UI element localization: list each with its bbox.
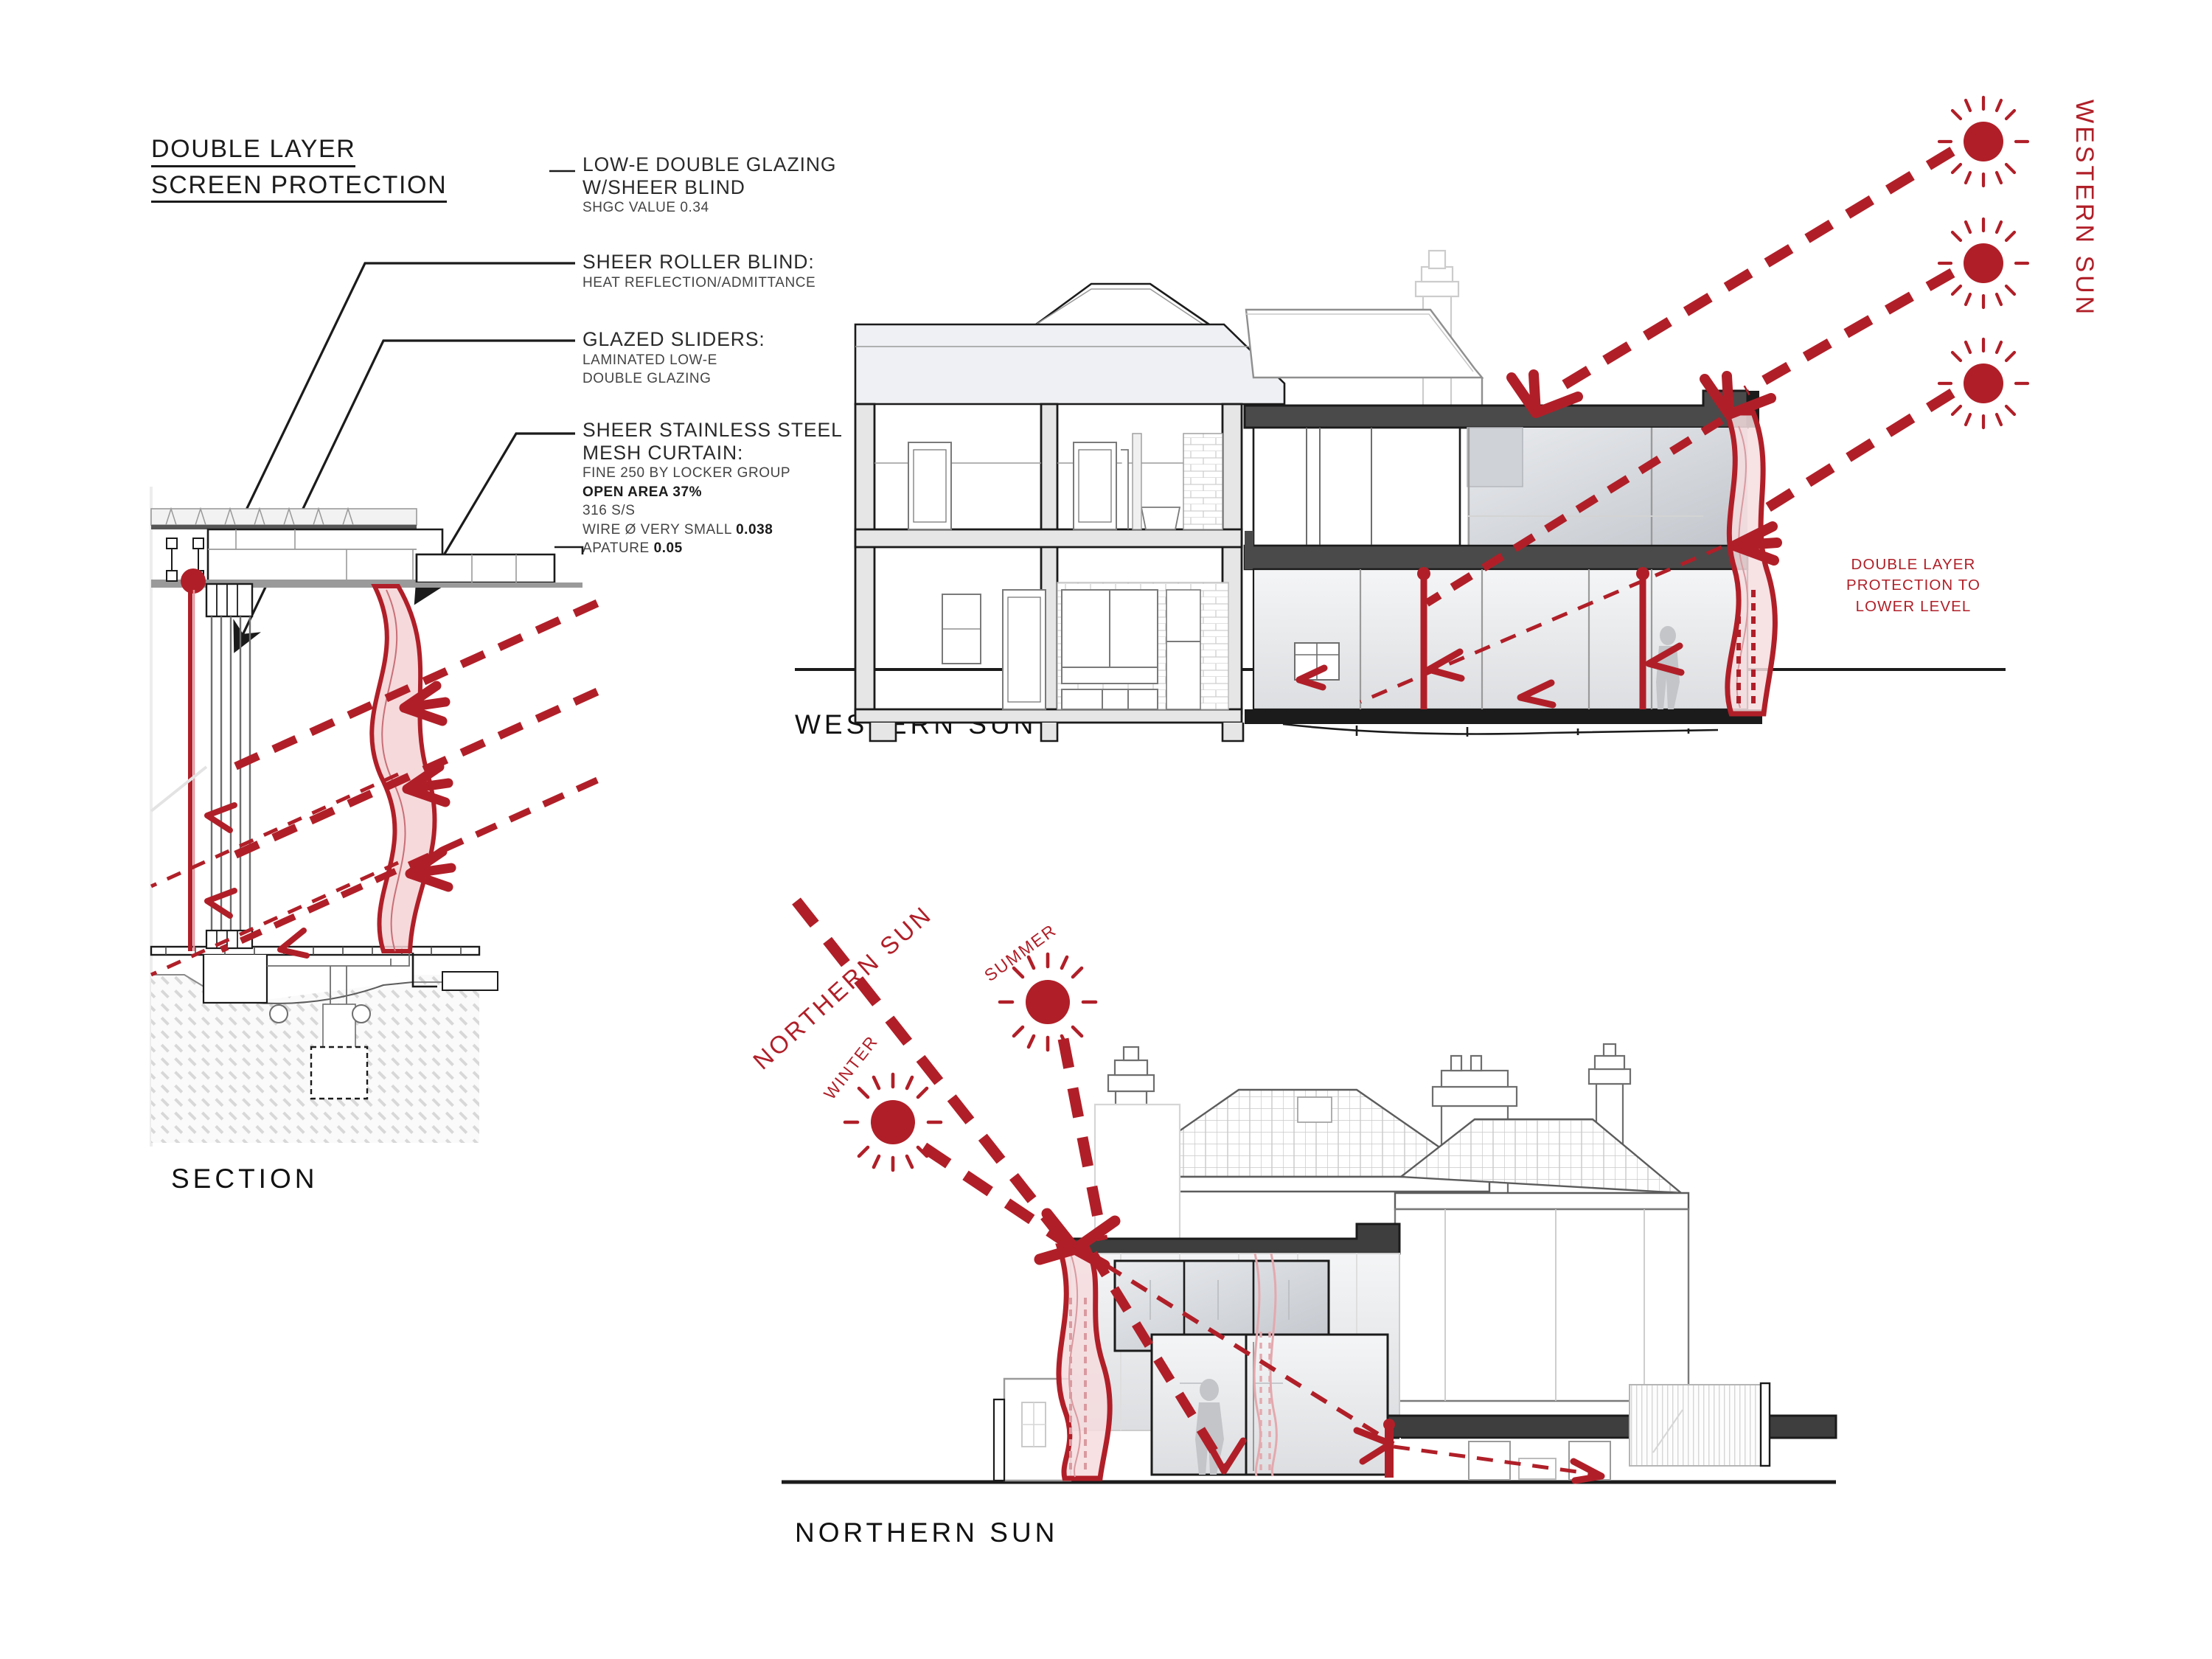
drawing-label-northern-sun: NORTHERN SUN	[795, 1517, 1059, 1548]
label-double-layer-protection: DOUBLE LAYER PROTECTION TO LOWER LEVEL	[1846, 556, 1981, 615]
mesh-curtain-icon	[1722, 410, 1778, 717]
note-wire-plain: WIRE Ø VERY SMALL	[582, 521, 737, 538]
note-heading: LOW-E DOUBLE GLAZING W/SHEER BLIND	[582, 153, 837, 198]
northern-sun-drawing	[782, 897, 1837, 1484]
note-sub: HEAT REFLECTION/ADMITTANCE	[582, 274, 816, 291]
glazed-sliders-icon	[205, 582, 254, 950]
sun-ray	[1360, 147, 1955, 704]
sun-ray	[792, 897, 1599, 1477]
leader-line	[414, 432, 575, 605]
arrow-head-icon	[1034, 1208, 1121, 1271]
sheer-roller-blind-icon	[1417, 567, 1649, 709]
note-heading: SHEER ROLLER BLIND:	[582, 251, 815, 273]
note-open-area: OPEN AREA 37%	[582, 484, 703, 500]
floor-slab	[150, 945, 498, 1100]
mesh-curtain-icon	[1253, 1253, 1278, 1477]
note-sub: DOUBLE GLAZING	[582, 371, 712, 387]
note-heading: SHEER STAINLESS STEEL MESH CURTAIN:	[582, 419, 843, 464]
roof-icon	[1105, 1088, 1690, 1211]
page-title: DOUBLE LAYER SCREEN PROTECTION	[151, 136, 461, 208]
sun-ray	[150, 599, 599, 977]
arrow-head-icon	[204, 802, 310, 959]
note-sheer-stainless-steel-mesh-curtain: SHEER STAINLESS STEEL MESH CURTAIN: FINE…	[582, 419, 900, 558]
note-apature-value: 0.05	[653, 540, 683, 557]
sun-icon	[1937, 95, 2030, 430]
note-apature-plain: APATURE	[582, 540, 654, 557]
note-sub-apature: APATURE 0.05	[582, 539, 900, 557]
note-sub-bold: OPEN AREA 37%	[582, 483, 900, 501]
western-sun-drawing	[795, 95, 2030, 742]
section-detail-drawing	[150, 487, 599, 1147]
note-sub: FINE 250 BY LOCKER GROUP	[582, 465, 791, 481]
note-sub: SHGC VALUE 0.34	[582, 200, 709, 216]
note-sub: 316 S/S	[582, 503, 636, 519]
note-sheer-roller-blind: SHEER ROLLER BLIND: HEAT REFLECTION/ADMI…	[582, 251, 900, 292]
page-title-line-2: SCREEN PROTECTION	[151, 172, 448, 204]
note-low-e-double-glazing: LOW-E DOUBLE GLAZING W/SHEER BLIND SHGC …	[582, 153, 900, 218]
head-detail	[150, 507, 584, 588]
page-title-line-1: DOUBLE LAYER	[151, 136, 356, 167]
roof-icon	[1245, 308, 1484, 408]
note-sub: LAMINATED LOW-E	[582, 352, 717, 368]
original-house-section	[854, 282, 1286, 742]
arrow-head-icon	[1506, 369, 1782, 566]
sun-icon	[843, 952, 1098, 1172]
mesh-curtain-icon	[1055, 1243, 1113, 1481]
fence-icon	[1629, 1382, 1771, 1467]
leader-line	[218, 262, 575, 566]
arrow-head-icon	[399, 681, 456, 892]
note-glazed-sliders: GLAZED SLIDERS: LAMINATED LOW-E DOUBLE G…	[582, 328, 900, 389]
person-silhouette-icon	[1656, 626, 1680, 709]
note-wire-value: 0.038	[736, 521, 773, 538]
note-heading: GLAZED SLIDERS:	[582, 328, 765, 350]
drawing-label-section: SECTION	[171, 1164, 319, 1194]
note-sub-wire: WIRE Ø VERY SMALL 0.038	[582, 521, 900, 539]
sheer-roller-blind-icon	[1383, 1419, 1395, 1478]
arrow-head-icon	[1295, 642, 1685, 709]
sheer-roller-blind-icon	[181, 568, 206, 951]
arrow-head-icon	[1203, 1427, 1605, 1484]
